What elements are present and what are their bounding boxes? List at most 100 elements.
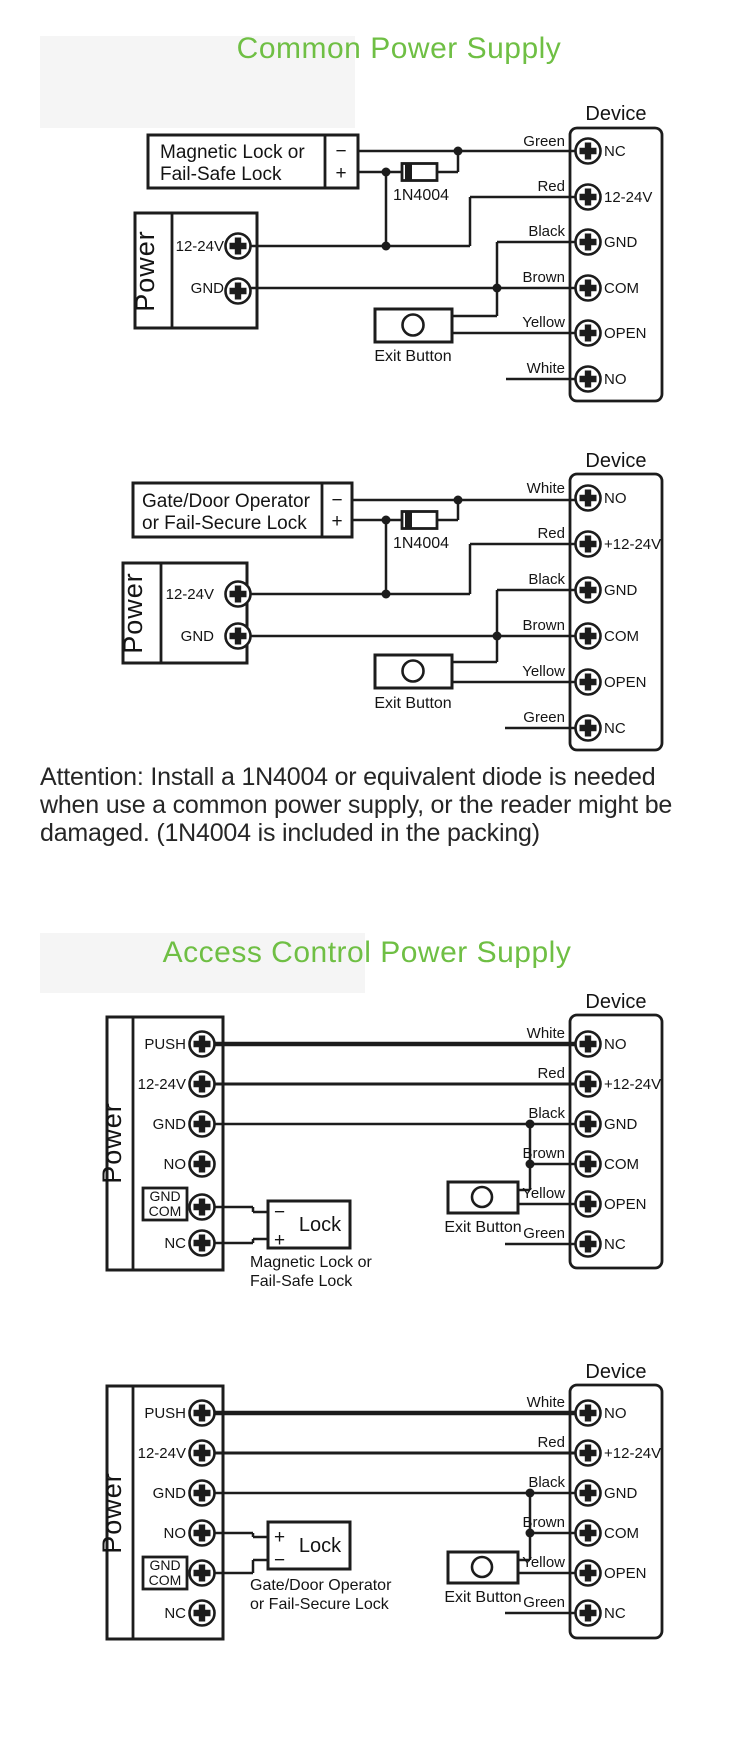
terminal-screw-icon [188,1030,216,1058]
wire-color-label: White [527,1025,565,1042]
title-access-control-power-supply: Access Control Power Supply [162,936,572,969]
diode-label: 1N4004 [393,187,449,204]
gnd-com-label-box [141,1186,189,1222]
device-terminal-label: OPEN [604,325,647,342]
wire-color-label: White [527,1394,565,1411]
terminal-screw-icon [574,365,602,393]
wire-color-label: Red [537,1065,565,1082]
exit-button-label: Exit Button [374,348,451,365]
power-terminal-label: GND [181,628,215,645]
terminal-screw-icon [574,576,602,604]
terminal-screw-icon [224,232,252,260]
device-terminal-label: NC [604,720,626,737]
device-terminal-label: COM [604,1156,639,1173]
terminal-screw-icon [188,1599,216,1627]
diagram-common-failsecure: Device Gate/Door Operator or Fail-Secure… [118,450,664,752]
terminal-screw-icon [188,1150,216,1178]
wire-brown-branch [518,1124,578,1192]
wire-color-label: Green [523,709,565,726]
device-terminal-label: COM [604,628,639,645]
device-title: Device [585,103,646,125]
device-terminal-label: GND [604,1485,638,1502]
terminal-screw-icon [574,1519,602,1547]
wire-power-12-24v-to-red [249,195,578,248]
lock-caption-line1: Magnetic Lock or [250,1254,373,1271]
device-terminal-label: NC [604,1236,626,1253]
exit-button-label: Exit Button [444,1219,521,1236]
power-terminal-label: 12-24V [176,238,224,255]
diode-cathode-band [405,512,412,528]
wire-color-label: Black [528,1105,565,1122]
terminal-screw-icon [574,530,602,558]
terminal-screw-icon [224,622,252,650]
title-common-power-supply: Common Power Supply [236,32,562,65]
exit-button-icon [470,1185,494,1209]
wire-black-gnd [495,588,578,636]
terminal-screw-icon [574,1150,602,1178]
exit-button-icon [401,659,425,683]
wire-color-label: Red [537,1434,565,1451]
wire-color-label: Brown [522,269,565,286]
lock-plus-sign: + [335,163,346,184]
device-box [568,472,664,752]
watermark-block [40,36,355,128]
device-terminal-label: 12-24V [604,189,652,206]
wire-gndcom-to-lock-minus [213,1558,268,1575]
power-title: Power [97,1102,127,1184]
power-terminal-label: PUSH [144,1036,186,1053]
device-terminal-label: NO [604,371,627,388]
lock-box [146,133,360,190]
diagram-acpsu-failsafe: Device Power PUSH 12-24V GND NO GND COM … [97,991,664,1290]
device-terminal-label: OPEN [604,674,647,691]
terminal-screw-icon [574,1559,602,1587]
terminal-screw-icon [574,1479,602,1507]
lock-label-line2: or Fail-Secure Lock [142,513,307,534]
lock-caption-line2: or Fail-Secure Lock [250,1596,390,1613]
device-terminal-label: GND [604,582,638,599]
attention-line1: Attention: Install a 1N4004 or equivalen… [40,763,656,791]
junction-dot [492,631,502,641]
wire-color-label: Black [528,223,565,240]
wire-color-label: Yellow [522,1185,565,1202]
terminal-screw-icon [574,1030,602,1058]
terminal-screw-icon [188,1193,216,1221]
lock-caption-line1: Gate/Door Operator [250,1577,392,1594]
wire-color-label: Green [523,1225,565,1242]
attention-line3: damaged. (1N4004 is included in the pack… [40,819,540,847]
lock-label-line1: Gate/Door Operator [142,491,311,512]
gnd-com-label-com: COM [149,1203,182,1219]
terminal-screw-icon [188,1070,216,1098]
device-terminal-label: NO [604,490,627,507]
lock-title: Lock [299,1535,342,1557]
wire-color-label: Red [537,525,565,542]
lock-minus-sign: − [274,1550,285,1571]
wire-color-label: White [527,480,565,497]
power-box [121,561,249,665]
wire-nc-to-lock-plus [213,1237,268,1245]
terminal-screw-icon [188,1229,216,1257]
wire-color-label: Red [537,178,565,195]
terminal-screw-icon [574,1190,602,1218]
lock-minus-sign: − [331,490,342,511]
terminal-screw-icon [574,484,602,512]
watermark-block [40,933,365,993]
terminal-screw-icon [188,1559,216,1587]
gnd-com-label-gnd: GND [149,1557,180,1573]
power-terminal-label: GND [153,1116,187,1133]
power-terminal-label: NC [164,1235,186,1252]
terminal-screw-icon [574,228,602,256]
wire-color-label: Black [528,571,565,588]
power-title: Power [97,1472,127,1554]
junction-dot [381,167,391,177]
wire-gndcom-to-lock-minus [213,1205,268,1214]
lock-box [266,1520,352,1571]
terminal-screw-icon [574,1439,602,1467]
device-terminal-label: NC [604,1605,626,1622]
wire-lock-plus-diode [358,151,460,246]
wire-brown-branch [518,1493,578,1562]
power-box [105,1384,225,1641]
terminal-screw-icon [574,714,602,742]
terminal-screw-icon [574,1110,602,1138]
gnd-com-label-gnd: GND [149,1188,180,1204]
